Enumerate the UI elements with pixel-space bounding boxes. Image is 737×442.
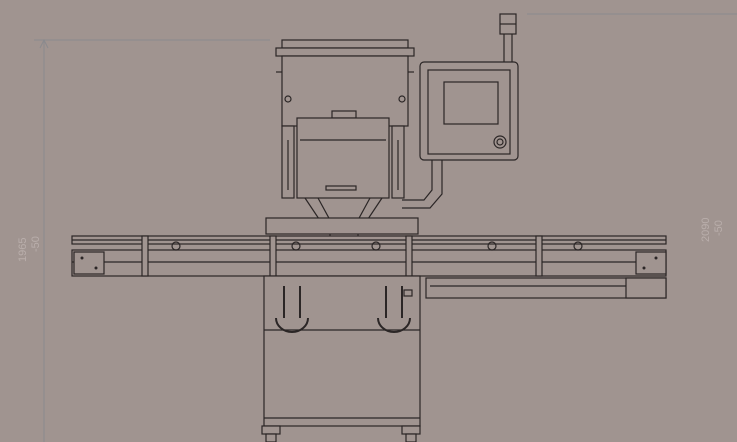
base-cabinet xyxy=(261,275,421,442)
left-end-block xyxy=(73,251,105,275)
dim-right-tolerance: -50 xyxy=(713,220,725,236)
dimension-right: 2090 -50 xyxy=(527,13,737,242)
hopper xyxy=(275,39,415,127)
dimension-left: 1965 -50 xyxy=(17,38,270,442)
dim-left-tolerance: -50 xyxy=(30,236,42,252)
foot-right xyxy=(401,425,421,435)
foot-left xyxy=(261,425,281,435)
dim-left-main: 1965 xyxy=(17,238,29,262)
control-panel xyxy=(402,13,519,209)
dim-right-main: 2090 xyxy=(700,218,712,242)
right-end-block xyxy=(635,251,667,275)
emergency-stop-icon xyxy=(493,135,507,149)
touch-screen xyxy=(443,81,499,125)
conveyor xyxy=(71,217,667,299)
